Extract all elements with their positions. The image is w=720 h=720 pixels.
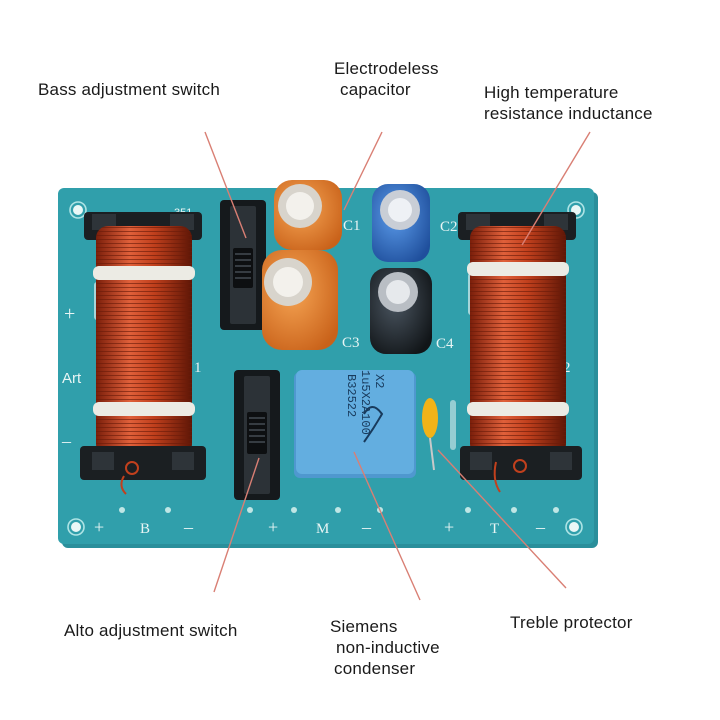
label-electrodeless-capacitor: Electrodeless capacitor xyxy=(334,58,439,100)
left-inductor xyxy=(80,212,206,495)
silk-c1: C1 xyxy=(343,218,361,234)
silk-minus-left: – xyxy=(61,431,72,451)
silk-art: Art xyxy=(62,370,82,387)
silk-b: B xyxy=(140,521,150,537)
silk-t: T xyxy=(490,521,499,537)
black-capacitor xyxy=(370,268,432,354)
silk-minus-b: – xyxy=(183,517,194,537)
silk-plus-left: + xyxy=(64,303,75,325)
label-bass-text: Bass adjustment switch xyxy=(38,80,221,99)
silk-minus-t: – xyxy=(535,517,546,537)
label-alto-text: Alto adjustment switch xyxy=(64,621,238,640)
siemens-capacitor: B32522 1u5X2A100 X2 xyxy=(294,370,416,478)
label-bass-adjustment-switch: Bass adjustment switch xyxy=(38,79,220,100)
label-alto-adjustment-switch: Alto adjustment switch xyxy=(64,620,238,641)
label-siemens-line2: non-inductive xyxy=(336,638,440,657)
label-treble-protector: Treble protector xyxy=(510,612,633,633)
label-inductance-line2: resistance inductance xyxy=(484,104,653,123)
label-high-temp-inductance: High temperature resistance inductance xyxy=(484,82,653,124)
label-siemens-line1: Siemens xyxy=(330,617,398,636)
bass-switch xyxy=(220,200,266,330)
alto-switch xyxy=(234,370,280,500)
label-capacitor-line1: Electrodeless xyxy=(334,59,439,78)
silk-c4: C4 xyxy=(436,336,454,352)
silk-plus-t: + xyxy=(444,517,454,537)
right-inductor xyxy=(458,212,582,493)
treble-protector xyxy=(422,398,438,471)
label-siemens-line3: condenser xyxy=(334,659,416,678)
label-siemens-condenser: Siemens non-inductive condenser xyxy=(330,616,440,679)
orange-capacitors xyxy=(262,180,342,350)
siemens-text-1: B32522 xyxy=(344,374,358,417)
pointer-lines xyxy=(204,131,591,601)
silk-c2: C2 xyxy=(440,219,458,235)
silk-c3: C3 xyxy=(342,335,360,351)
label-treble-text: Treble protector xyxy=(510,613,633,632)
silk-m: M xyxy=(316,521,329,537)
blue-capacitor xyxy=(372,184,430,262)
siemens-text-3: X2 xyxy=(372,374,386,388)
siemens-text-2: 1u5X2A100 xyxy=(358,370,372,435)
silk-plus-m: + xyxy=(268,517,278,537)
silk-minus-m: – xyxy=(361,517,372,537)
silk-l2: 2 xyxy=(563,360,571,376)
silk-l1: 1 xyxy=(194,360,202,376)
label-inductance-line1: High temperature xyxy=(484,83,619,102)
label-capacitor-line2: capacitor xyxy=(340,80,411,99)
silk-plus-b: + xyxy=(94,517,104,537)
